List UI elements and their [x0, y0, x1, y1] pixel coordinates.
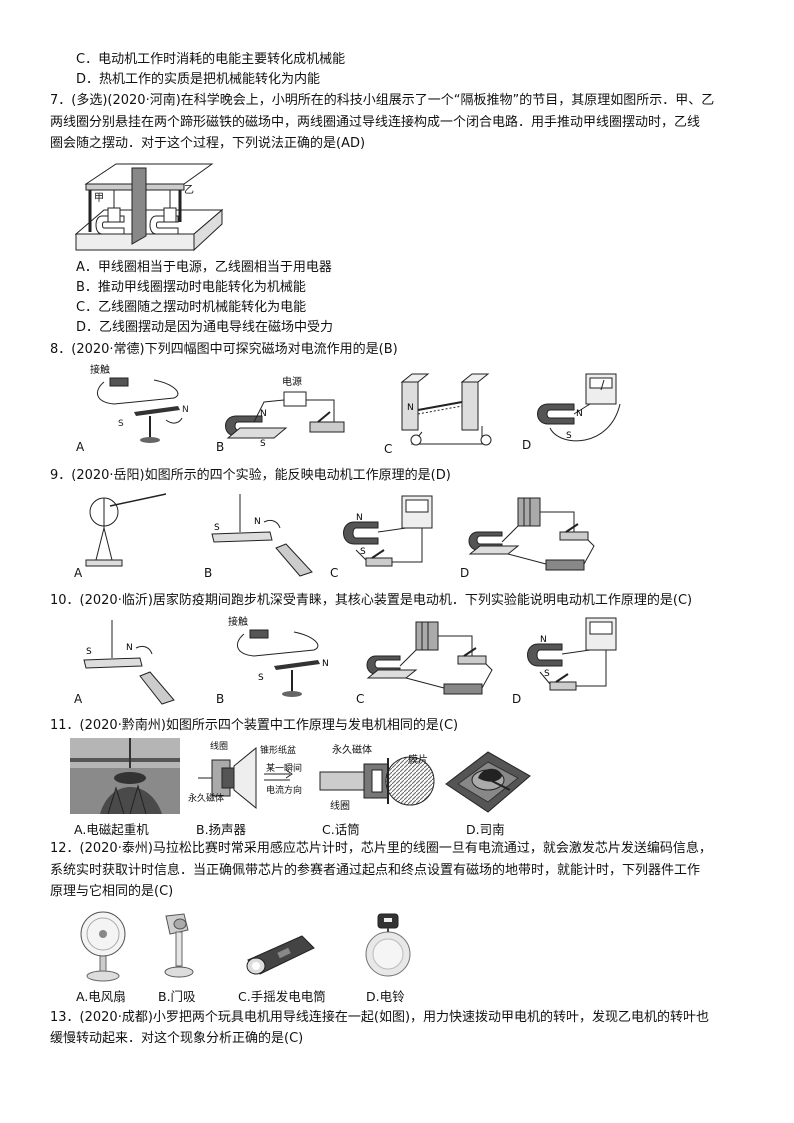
- svg-text:S: S: [258, 673, 264, 683]
- q12-caption-d: D.电铃: [366, 989, 405, 1004]
- q7-option-c: C．乙线圈随之摆动时机械能转化为电能: [76, 300, 307, 315]
- q9-label-d: D: [460, 566, 470, 580]
- svg-text:S: S: [260, 439, 266, 449]
- q7-stem-line3: 圈会随之摆动．对于这个过程，下列说法正确的是(AD): [50, 136, 366, 151]
- q10-figure-c: C: [354, 612, 502, 708]
- svg-text:S: S: [360, 547, 366, 557]
- q9-label-c: C: [330, 566, 339, 580]
- q7-option-b: B．推动甲线圈摆动时电能转化为机械能: [76, 280, 306, 295]
- svg-text:N: N: [356, 513, 363, 523]
- option-d-prev: D．热机工作的实质是把机械能转化为内能: [76, 72, 321, 87]
- q8-figure-b: N S 电源 B: [214, 372, 354, 454]
- q8-label-b: B: [216, 440, 225, 454]
- q11-photo-compass: [444, 742, 532, 816]
- svg-text:N: N: [407, 403, 414, 413]
- q13-stem-line2: 缓慢转动起来．对这个现象分析正确的是(C): [50, 1031, 304, 1046]
- q8-label-a: A: [76, 440, 85, 454]
- q10-figure-b: S N 接触 B: [214, 614, 340, 708]
- svg-text:S: S: [566, 431, 572, 441]
- q9-figure-a: A: [74, 488, 170, 580]
- q11-mic-coil: 线圈: [330, 801, 350, 812]
- q8-stem: 8．(2020·常德)下列四幅图中可探究磁场对电流作用的是(B): [50, 342, 398, 357]
- q7-label-yi: 乙: [184, 185, 194, 196]
- q12-photo-doorstop: [160, 912, 200, 982]
- q8-figure-c: N C: [382, 372, 502, 456]
- q11-spk-coil: 线圈: [210, 742, 229, 752]
- svg-text:N: N: [260, 409, 267, 419]
- q9-label-b: B: [204, 566, 213, 580]
- q10-b-jiechu: 接触: [228, 617, 248, 628]
- q9-stem: 9．(2020·岳阳)如图所示的四个实验，能反映电动机工作原理的是(D): [50, 468, 451, 483]
- q12-photo-bell: [364, 912, 414, 984]
- q12-caption-c: C.手摇发电电筒: [238, 989, 326, 1004]
- svg-text:N: N: [182, 405, 189, 415]
- q11-spk-magnet: 永久磁体: [188, 794, 225, 804]
- svg-text:N: N: [322, 659, 329, 669]
- q7-stem-line1: 7．(多选)(2020·河南)在科学晚会上，小明所在的科技小组展示了一个“隔板推…: [50, 93, 715, 108]
- q7-option-a: A．甲线圈相当于电源，乙线圈相当于用电器: [76, 260, 332, 275]
- q9-label-a: A: [74, 566, 83, 580]
- q11-mic-magnet: 永久磁体: [332, 745, 372, 756]
- q12-photo-fan: [76, 910, 130, 984]
- q12-caption-a: A.电风扇: [76, 989, 126, 1004]
- q11-spk-current: 某一瞬间: [266, 764, 303, 774]
- q7-stem-line2: 两线圈分别悬挂在两个蹄形磁铁的磁场中，两线圈通过导线连接构成一个闭合电路．用手推…: [50, 115, 701, 130]
- q8-figure-a: S N 接触 A: [74, 364, 204, 454]
- q9-figure-b: S N B: [200, 492, 324, 580]
- q12-stem-line2: 系统实时获取计时信息．当正确佩带芯片的参赛者通过起点和终点设置有磁场的地带时，就…: [50, 863, 701, 878]
- q7-figure: 甲 乙: [72, 160, 224, 256]
- q11-mic-film: 膜片: [408, 755, 428, 766]
- q9-figure-d: D: [456, 486, 604, 582]
- q7-option-d: D．乙线圈摆动是因为通电导线在磁场中受力: [76, 320, 334, 335]
- svg-text:S: S: [86, 647, 92, 657]
- q11-caption-c: C.话筒: [322, 822, 360, 837]
- svg-text:N: N: [576, 409, 583, 419]
- svg-text:S: S: [214, 523, 220, 533]
- q12-stem-line1: 12．(2020·泰州)马拉松比赛时常采用感应芯片计时，芯片里的线圈一旦有电流通…: [50, 841, 712, 856]
- q10-label-d: D: [512, 692, 522, 706]
- q10-figure-a: S N A: [74, 614, 182, 708]
- q13-stem-line1: 13．(2020·成都)小罗把两个玩具电机用导线连接在一起(如图)，用力快速拨动…: [50, 1010, 710, 1025]
- option-c-prev: C．电动机工作时消耗的电能主要转化成机械能: [76, 52, 346, 67]
- q11-figure-speaker: 线圈 锥形纸盆 永久磁体 某一瞬间 电流方向: [186, 738, 320, 818]
- q11-caption-d: D.司南: [466, 822, 505, 837]
- q8-figure-d: N S D: [520, 372, 632, 454]
- q10-figure-d: N S D: [510, 612, 632, 708]
- q10-stem: 10．(2020·临沂)居家防疫期间跑步机深受青睐，其核心装置是电动机．下列实验…: [50, 593, 693, 608]
- q10-label-b: B: [216, 692, 225, 706]
- q8-a-jiechu: 接触: [90, 365, 110, 376]
- q11-spk-current2: 电流方向: [266, 786, 303, 796]
- svg-text:S: S: [544, 669, 550, 679]
- q7-label-jia: 甲: [94, 193, 104, 204]
- q10-label-c: C: [356, 692, 365, 706]
- svg-text:N: N: [540, 635, 547, 645]
- q8-label-d: D: [522, 438, 532, 452]
- svg-text:S: S: [118, 419, 124, 429]
- q11-stem: 11．(2020·黔南州)如图所示四个装置中工作原理与发电机相同的是(C): [50, 718, 459, 733]
- q12-caption-b: B.门吸: [158, 989, 196, 1004]
- q11-caption-b: B.扬声器: [196, 822, 247, 837]
- q11-photo-crane: [70, 738, 180, 814]
- q10-label-a: A: [74, 692, 83, 706]
- svg-text:N: N: [126, 643, 133, 653]
- q12-photo-flashlight: [244, 930, 318, 980]
- q12-stem-line3: 原理与它相同的是(C): [50, 884, 174, 899]
- q11-spk-cone: 锥形纸盆: [260, 746, 297, 756]
- q9-figure-c: N S C: [326, 490, 448, 580]
- q11-caption-a: A.电磁起重机: [74, 822, 149, 837]
- q8-label-c: C: [384, 442, 393, 456]
- svg-text:N: N: [254, 517, 261, 527]
- q8-b-dianyuan: 电源: [282, 377, 302, 388]
- q11-figure-mic: 永久磁体 膜片 线圈: [316, 744, 436, 822]
